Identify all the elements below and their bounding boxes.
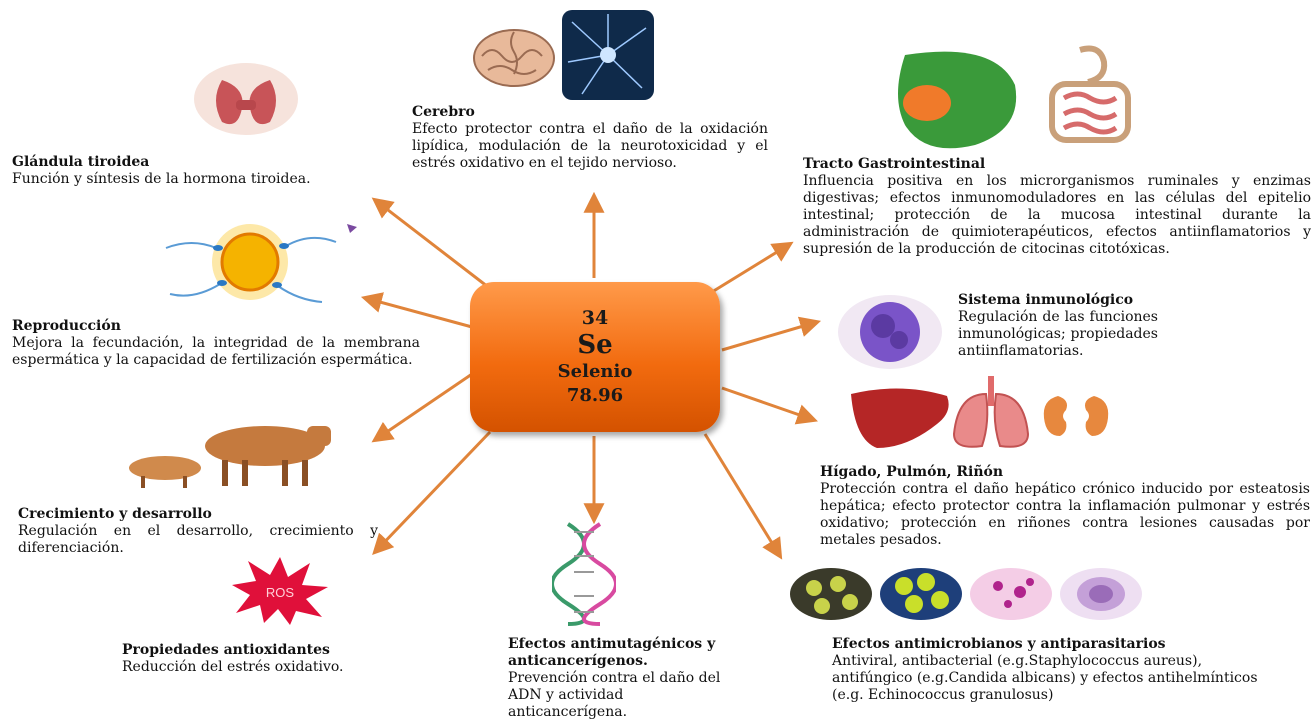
liver-illustration	[845, 380, 950, 452]
node-desc: Mejora la fecundación, la integridad de …	[12, 335, 420, 369]
lungs-illustration	[950, 374, 1032, 454]
node-title: Glándula tiroidea	[12, 154, 362, 171]
node-title: Reproducción	[12, 318, 420, 335]
intestine-illustration	[1040, 40, 1140, 150]
selenium-box: 34 Se Selenio 78.96	[470, 282, 720, 432]
node-reproduccion: Reproducción Mejora la fecundación, la i…	[12, 318, 420, 369]
node-inmuno: Sistema inmunológico Regulación de las f…	[958, 292, 1158, 360]
arrow-antiox	[375, 432, 490, 552]
sperm-small-icon	[346, 222, 358, 234]
node-title: Cerebro	[412, 104, 768, 121]
kidneys-illustration	[1040, 390, 1112, 448]
node-desc: Influencia positiva en los microrganismo…	[803, 173, 1311, 258]
thyroid-illustration	[192, 60, 300, 138]
node-desc: Prevención contra el daño del ADN y acti…	[508, 670, 730, 721]
node-title: Efectos antimicrobianos y antiparasitari…	[832, 636, 1272, 653]
element-symbol: Se	[577, 330, 612, 360]
sperm-egg-illustration	[160, 212, 340, 312]
neurons-illustration	[562, 10, 654, 100]
cattle-illustration	[115, 412, 355, 492]
node-cerebro: Cerebro Efecto protector contra el daño …	[412, 104, 768, 172]
node-higado: Hígado, Pulmón, Riñón Protección contra …	[820, 464, 1310, 549]
node-desc: Antiviral, antibacterial (e.g.Staphyloco…	[832, 653, 1272, 704]
node-title: Sistema inmunológico	[958, 292, 1158, 309]
bacteria-illustration	[878, 566, 964, 622]
node-desc: Regulación en el desarrollo, crecimiento…	[18, 523, 378, 557]
node-title: Crecimiento y desarrollo	[18, 506, 378, 523]
node-title: Propiedades antioxidantes	[122, 642, 402, 659]
node-title: Efectos antimutagénicos y anticancerígen…	[508, 636, 730, 670]
node-title: Tracto Gastrointestinal	[803, 156, 1311, 173]
element-name: Selenio	[558, 360, 633, 384]
node-desc: Efecto protector contra el daño de la ox…	[412, 121, 768, 172]
arrow-tiroides	[375, 200, 492, 290]
atomic-number: 34	[582, 306, 608, 330]
immune-cell-illustration	[835, 292, 945, 372]
brain-illustration	[470, 18, 558, 98]
node-desc: Función y síntesis de la hormona tiroide…	[12, 171, 362, 188]
node-antimut: Efectos antimutagénicos y anticancerígen…	[508, 636, 730, 721]
atomic-mass: 78.96	[567, 384, 623, 408]
virus-illustration	[788, 566, 874, 622]
node-desc: Regulación de las funciones inmunológica…	[958, 309, 1158, 360]
arrow-higado	[722, 388, 814, 420]
ros-star-illustration: ROS	[230, 555, 330, 627]
arrow-inmuno	[722, 322, 817, 350]
fungus-illustration	[968, 566, 1054, 622]
node-desc: Protección contra el daño hepático cróni…	[820, 481, 1310, 549]
node-title: Hígado, Pulmón, Riñón	[820, 464, 1310, 481]
node-gastro: Tracto Gastrointestinal Influencia posit…	[803, 156, 1311, 258]
arrow-antimicro	[705, 434, 780, 556]
stomach-illustration	[885, 45, 1020, 153]
node-desc: Reducción del estrés oxidativo.	[122, 659, 402, 676]
node-tiroides: Glándula tiroidea Función y síntesis de …	[12, 154, 362, 188]
node-crecimiento: Crecimiento y desarrollo Regulación en e…	[18, 506, 378, 557]
arrow-gastro	[712, 244, 790, 292]
node-antimicro: Efectos antimicrobianos y antiparasitari…	[832, 636, 1272, 704]
dna-helix-illustration	[552, 520, 616, 628]
parasite-illustration	[1058, 566, 1144, 622]
ros-label: ROS	[266, 585, 295, 600]
node-antiox: Propiedades antioxidantes Reducción del …	[122, 642, 402, 676]
arrow-crecimiento	[375, 372, 475, 440]
